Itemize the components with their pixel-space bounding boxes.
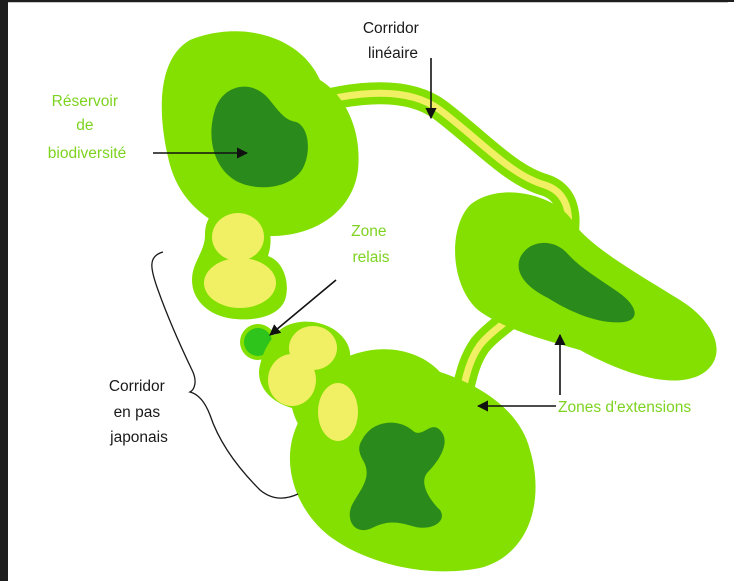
bottom-reservoir-core [349, 422, 445, 531]
right-reservoir-core [518, 242, 635, 323]
label-zones-extensions: Zones d'extensions [558, 399, 691, 416]
corridor-brace [151, 251, 299, 499]
reservoir-core [211, 86, 308, 188]
stepping-stone-2 [204, 258, 276, 308]
label-corridor-pas-japonais: Corridor en pas japonais [109, 378, 169, 446]
stepping-stone-1 [212, 213, 264, 261]
label-corridor-lineaire: Corridor linéaire [363, 20, 423, 62]
stepping-stone-5 [318, 383, 358, 441]
label-zone-relais: Zone relais [351, 223, 391, 266]
linear-corridor-line [261, 89, 573, 434]
frame-top-line [8, 2, 728, 10]
label-reservoir: Réservoir de biodiversité [48, 93, 126, 162]
stepping-stone-4 [268, 354, 316, 406]
arrow-zone-relais [269, 279, 337, 336]
zone-relais-core [244, 328, 272, 356]
